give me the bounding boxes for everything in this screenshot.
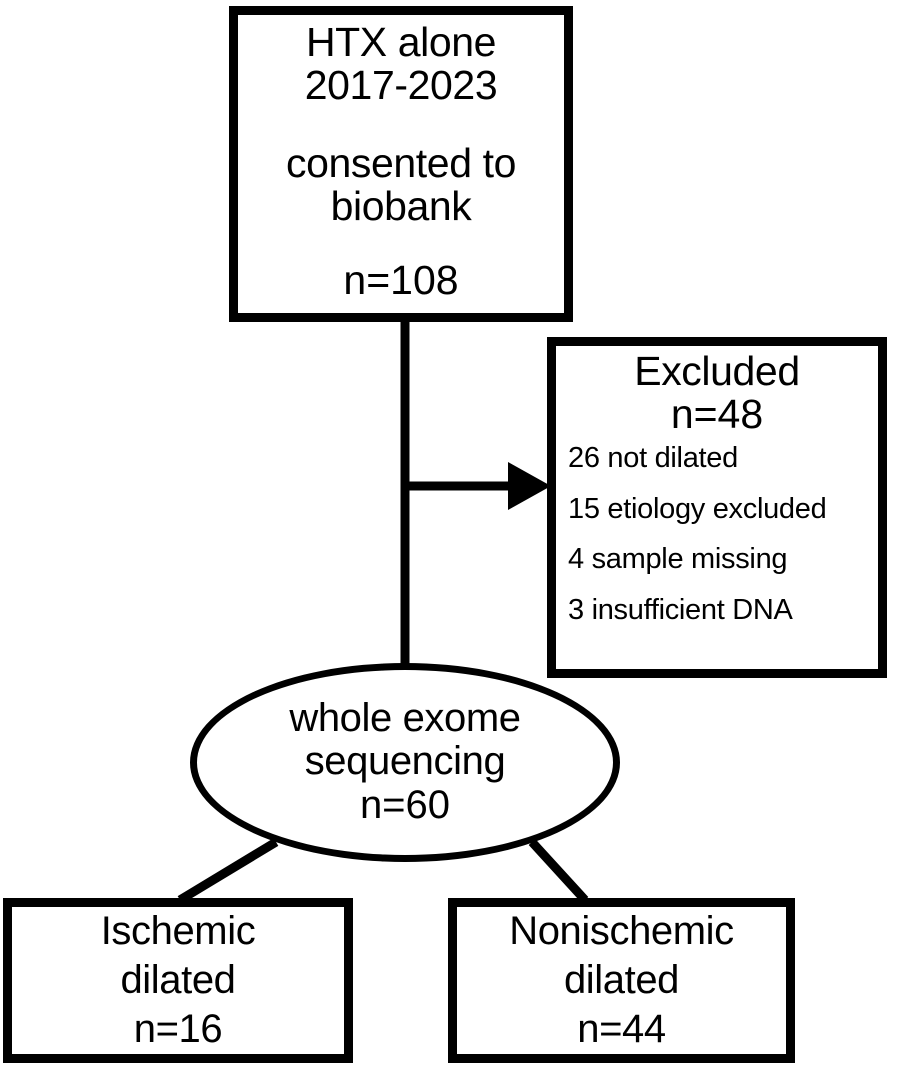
connector-sequencing-to-nonischemic bbox=[528, 838, 589, 904]
nonischemic-count: n=44 bbox=[577, 1006, 666, 1051]
excluded-count: n=48 bbox=[670, 391, 764, 438]
connector-sequencing-to-ischemic bbox=[177, 838, 279, 904]
excluded-reason-item: 26 not dilated bbox=[568, 441, 738, 474]
node-cohort-box: HTX alone 2017-2023 consented to biobank… bbox=[229, 6, 573, 322]
ischemic-line-1: Ischemic bbox=[100, 909, 256, 954]
cohort-body-line-1: consented to bbox=[286, 139, 516, 186]
excluded-reason-item: 3 insufficient DNA bbox=[568, 594, 793, 627]
nonischemic-line-1: Nonischemic bbox=[509, 909, 734, 954]
excluded-reason-item: 4 sample missing bbox=[568, 543, 788, 576]
ischemic-count: n=16 bbox=[133, 1006, 223, 1051]
excluded-reason-item: 15 etiology excluded bbox=[568, 492, 827, 525]
cohort-title-line-1: HTX alone bbox=[305, 19, 497, 65]
nonischemic-line-2: dilated bbox=[563, 958, 680, 1003]
cohort-body-line-2: biobank bbox=[330, 183, 472, 230]
cohort-title-line-2: 2017-2023 bbox=[304, 62, 498, 109]
node-excluded-box: Excluded n=48 26 not dilated 15 etiology… bbox=[547, 337, 887, 678]
node-nonischemic-box: Nonischemic dilated n=44 bbox=[448, 898, 795, 1063]
arrowhead-icon bbox=[508, 462, 551, 510]
sequencing-count: n=60 bbox=[359, 782, 451, 827]
cohort-count: n=108 bbox=[343, 256, 459, 303]
node-sequencing-ellipse: whole exome sequencing n=60 bbox=[190, 663, 620, 862]
excluded-reason-list: 26 not dilated 15 etiology excluded 4 sa… bbox=[562, 443, 872, 626]
sequencing-body-line-1: whole exome bbox=[289, 695, 521, 740]
node-ischemic-box: Ischemic dilated n=16 bbox=[3, 898, 353, 1063]
sequencing-body-line-2: sequencing bbox=[304, 738, 506, 783]
excluded-title: Excluded bbox=[634, 348, 800, 394]
ischemic-line-2: dilated bbox=[120, 958, 236, 1003]
